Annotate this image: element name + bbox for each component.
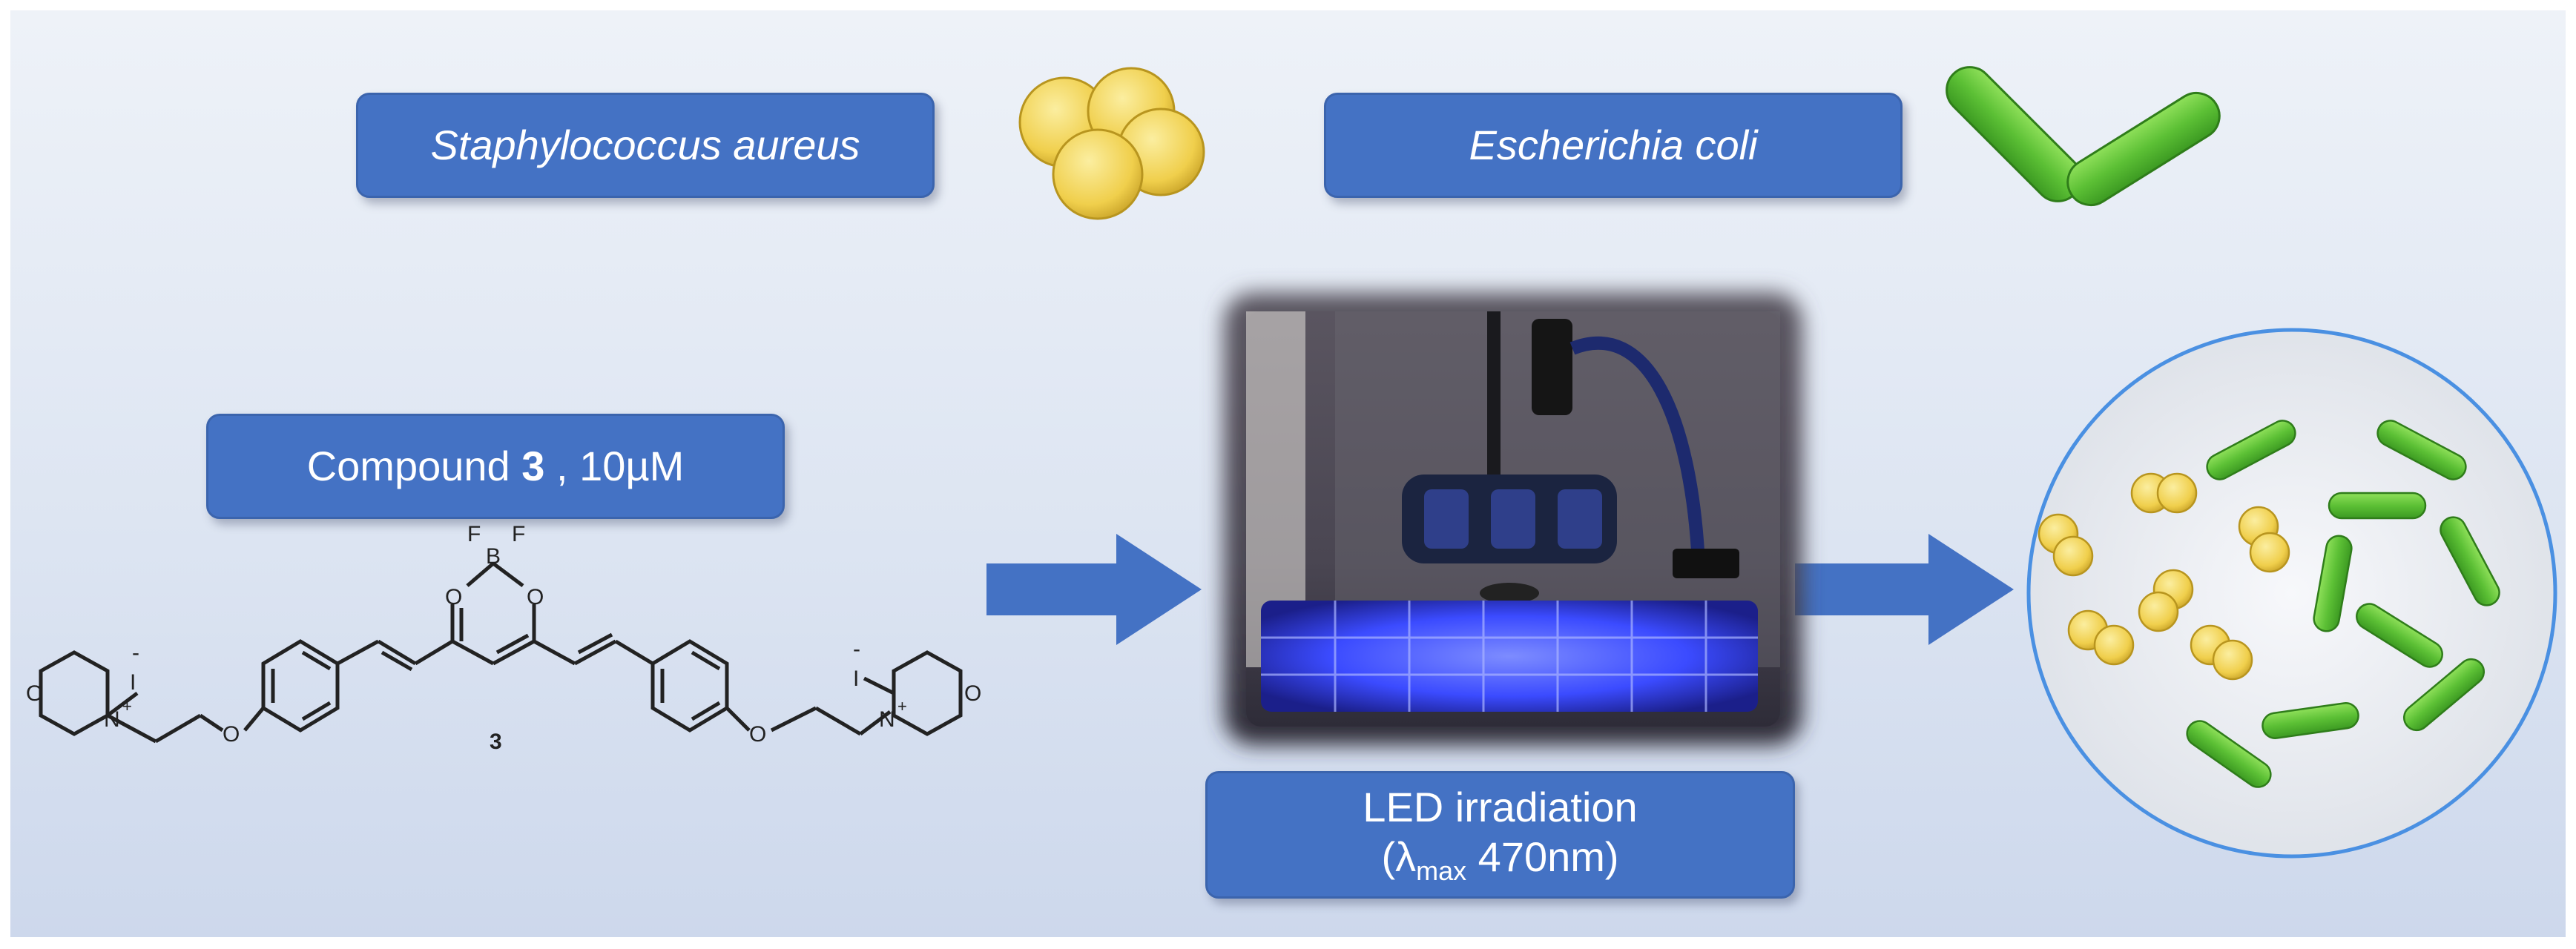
compound-label: Compound 3 , 10µM (306, 443, 685, 490)
result-petri-dish (2026, 328, 2557, 859)
arrow-to-result (1795, 534, 2014, 645)
compound-label-box: Compound 3 , 10µM (206, 414, 785, 519)
charge-plus-2: + (897, 697, 907, 715)
ecoli-label: Escherichia coli (1469, 122, 1758, 169)
atom-iodide-1: I (130, 670, 136, 695)
led-irradiation-label-box: LED irradiation (λmax 470nm) (1205, 771, 1795, 899)
compound-structure (39, 562, 963, 744)
atom-nitrogen-2: N (879, 707, 895, 732)
atom-oxygen-4: O (223, 722, 240, 747)
atom-nitrogen-1: N (104, 707, 120, 732)
atom-iodide-2: I (853, 667, 859, 691)
led-irradiation-line1: LED irradiation (1363, 784, 1638, 831)
atom-oxygen-2: O (527, 585, 544, 609)
atom-fluorine-1: F (467, 522, 481, 546)
led-setup-photo (1224, 293, 1802, 745)
arrow-to-irradiation (986, 534, 1202, 645)
structure-label: 3 (490, 730, 502, 754)
atom-oxygen-6: O (964, 681, 981, 706)
atom-oxygen-3: O (26, 681, 43, 706)
atom-fluorine-2: F (512, 522, 525, 546)
compound-atom-labels: B F F O O O O O O N N I I - - + + 3 (26, 522, 981, 754)
staphylococcus-icon (1018, 67, 1205, 220)
charge-minus-2: - (853, 637, 860, 661)
atom-boron: B (486, 544, 501, 569)
atom-oxygen-5: O (749, 722, 766, 747)
staphylococcus-label: Staphylococcus aureus (430, 122, 860, 169)
charge-plus-1: + (122, 697, 132, 715)
ecoli-label-box: Escherichia coli (1324, 93, 1903, 198)
charge-minus-1: - (132, 641, 139, 665)
staphylococcus-label-box: Staphylococcus aureus (356, 93, 935, 198)
ecoli-icon (1946, 66, 2221, 207)
atom-oxygen-1: O (445, 585, 462, 609)
led-irradiation-line2: (λmax 470nm) (1381, 833, 1619, 887)
